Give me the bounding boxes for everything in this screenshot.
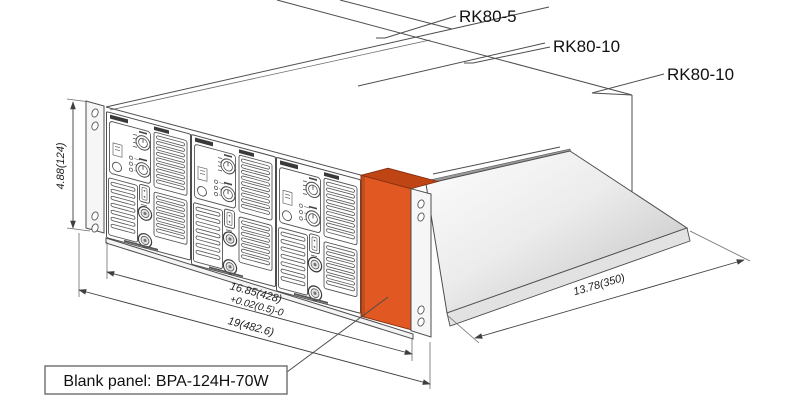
blank-panel-front-face	[360, 174, 412, 331]
rear-racks-wireframe	[105, 0, 633, 192]
leader-rk80-10-middle	[464, 46, 551, 64]
empty-rack-shelf	[424, 148, 691, 327]
outer-width-dimension-text: 19(482.6)	[226, 315, 275, 339]
blank-panel-callout: Blank panel: BPA-124H-70W	[44, 296, 389, 395]
rack-label-rk80-5: RK80-5	[459, 7, 517, 26]
blank-panel-callout-box	[44, 365, 288, 395]
psu-module-3	[275, 156, 362, 314]
rack-label-rk80-10-middle: RK80-10	[553, 37, 620, 56]
dimension-height: 4.88(124)	[55, 98, 91, 232]
height-dimension-text: 4.88(124)	[55, 142, 67, 189]
psu-module-2	[190, 133, 277, 288]
leader-rk80-10-right	[591, 73, 665, 96]
left-rack-ear	[85, 100, 105, 234]
rack-label-rk80-10-right: RK80-10	[667, 65, 734, 84]
blank-panel-callout-text: Blank panel: BPA-124H-70W	[63, 373, 269, 390]
blank-panel-leader	[286, 296, 389, 373]
right-rack-ear	[410, 188, 432, 338]
leader-rk80-5	[376, 15, 457, 39]
rack-labels: RK80-5 RK80-10 RK80-10	[376, 7, 734, 96]
psu-module-1	[105, 111, 192, 261]
